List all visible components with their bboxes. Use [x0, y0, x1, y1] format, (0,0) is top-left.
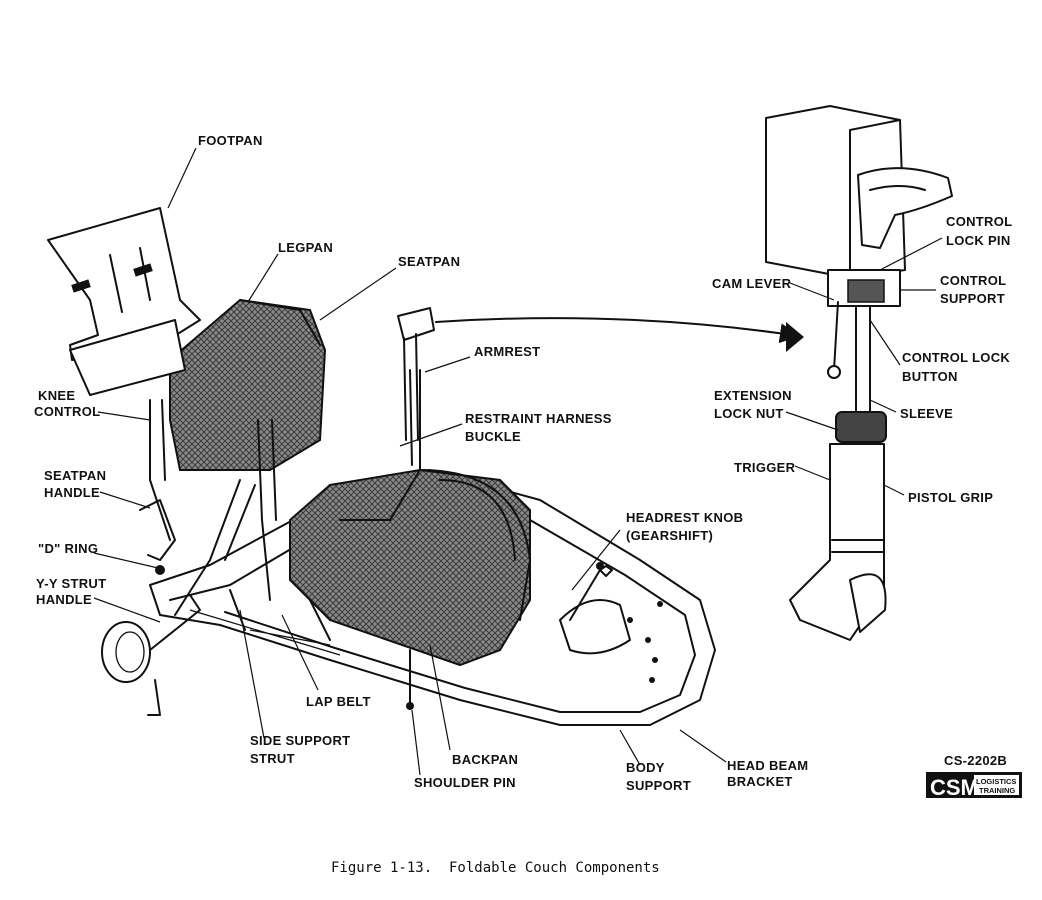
svg-text:CSM: CSM: [930, 775, 979, 800]
label-head-beam: HEAD BEAM: [727, 758, 808, 773]
label-trigger: TRIGGER: [734, 460, 796, 475]
label-sleeve: SLEEVE: [900, 406, 953, 421]
label-buckle: BUCKLE: [465, 429, 521, 444]
label-yy-strut: Y-Y STRUT: [36, 576, 106, 591]
label-strut: STRUT: [250, 751, 295, 766]
label-yy-handle: HANDLE: [36, 592, 92, 607]
label-cam-lever: CAM LEVER: [712, 276, 792, 291]
label-head-beam-bracket: BRACKET: [727, 774, 793, 789]
label-lock-nut: LOCK NUT: [714, 406, 784, 421]
svg-text:LOGISTICS: LOGISTICS: [976, 777, 1016, 786]
label-gearshift: (GEARSHIFT): [626, 528, 713, 543]
label-extension: EXTENSION: [714, 388, 792, 403]
couch-assembly-drawing: [47, 207, 716, 726]
label-knee: KNEE: [38, 388, 75, 403]
label-knee-control: CONTROL: [34, 404, 100, 419]
label-control-lock-button-1: CONTROL LOCK: [902, 350, 1010, 365]
figure-caption: Figure 1-13. Foldable Couch Components: [331, 860, 660, 876]
hand-controller-drawing: [765, 105, 953, 641]
yy-strut-knob: [101, 621, 151, 683]
drawing-code: CS-2202B: [944, 753, 1007, 768]
base-holes: [627, 601, 663, 683]
csm-logistics-training-logo: CSM LOGISTICS TRAINING: [926, 772, 1022, 800]
label-footpan: FOOTPAN: [198, 133, 263, 148]
leader-lines: [93, 147, 943, 776]
label-control-support-2: SUPPORT: [940, 291, 1005, 306]
armrest-shape: [397, 307, 435, 341]
label-d-ring: "D" RING: [38, 541, 98, 556]
label-control-lock-pin-2: LOCK PIN: [946, 233, 1011, 248]
label-control-lock-pin-1: CONTROL: [946, 214, 1012, 229]
label-seatpan-handle-1: SEATPAN: [44, 468, 106, 483]
label-side-support: SIDE SUPPORT: [250, 733, 350, 748]
label-control-support-1: CONTROL: [940, 273, 1006, 288]
label-seatpan: SEATPAN: [398, 254, 460, 269]
label-pistol-grip: PISTOL GRIP: [908, 490, 993, 505]
detail-arrow: [435, 317, 800, 344]
label-body-support: SUPPORT: [626, 778, 691, 793]
label-control-lock-button-2: BUTTON: [902, 369, 958, 384]
label-backpan: BACKPAN: [452, 752, 518, 767]
label-armrest: ARMREST: [474, 344, 540, 359]
label-legpan: LEGPAN: [278, 240, 333, 255]
legpan-shape: [169, 298, 327, 471]
label-body: BODY: [626, 760, 665, 775]
label-headrest-knob: HEADREST KNOB: [626, 510, 743, 525]
svg-text:TRAINING: TRAINING: [979, 786, 1015, 795]
label-lap-belt: LAP BELT: [306, 694, 371, 709]
label-restraint-harness: RESTRAINT HARNESS: [465, 411, 612, 426]
label-seatpan-handle-2: HANDLE: [44, 485, 100, 500]
label-shoulder-pin: SHOULDER PIN: [414, 775, 516, 790]
backpan-shape: [289, 468, 531, 667]
